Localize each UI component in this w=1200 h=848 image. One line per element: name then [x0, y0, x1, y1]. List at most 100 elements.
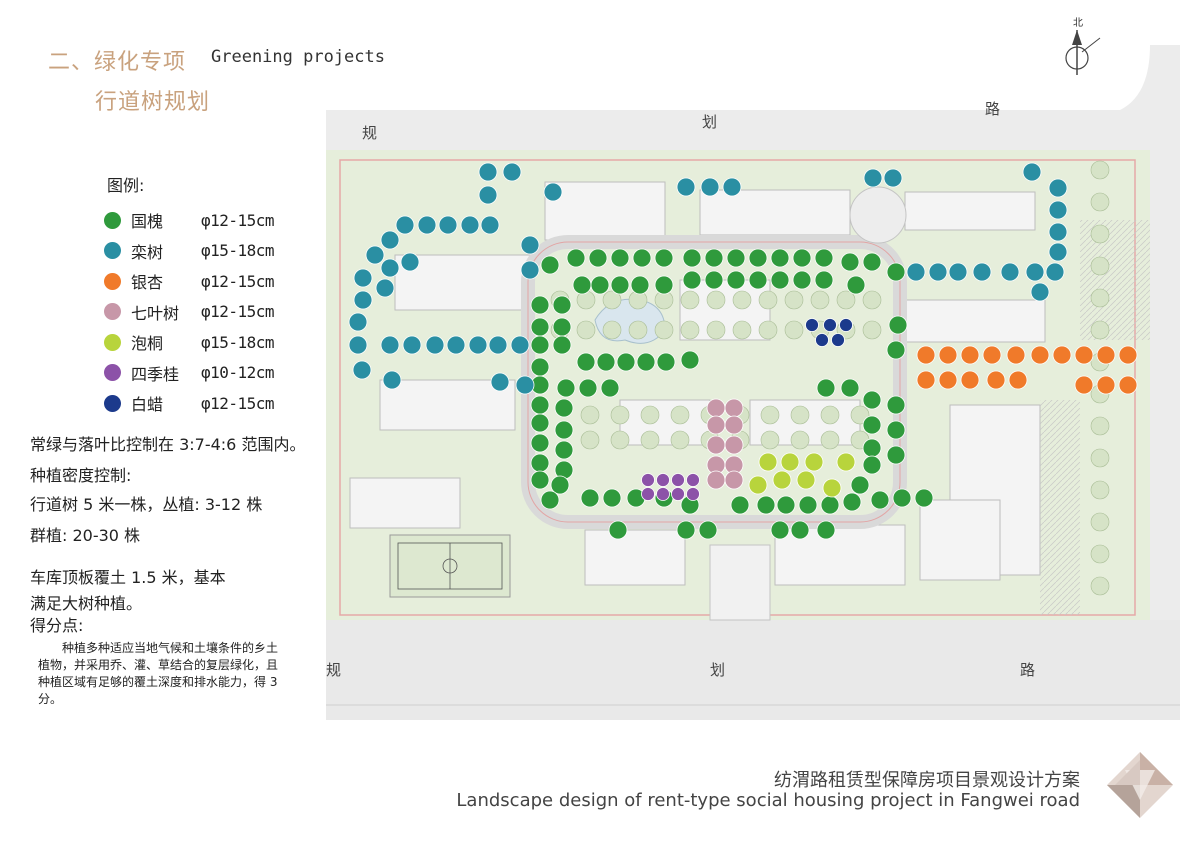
tree-guohuai [862, 438, 882, 458]
site-plan: 规 划 路 规 划 路 北 [326, 17, 1180, 720]
legend-name: 栾树 [131, 242, 164, 262]
project-title-cn: 纺渭路租赁型保障房项目景观设计方案 [774, 770, 1080, 791]
tree-guohuai [580, 488, 600, 508]
score-title: 得分点: [30, 616, 84, 635]
tree-guohuai [914, 488, 934, 508]
tree-guohuai [888, 315, 908, 335]
tree-guohuai [862, 390, 882, 410]
tree-guohuai [840, 252, 860, 272]
tree-guohuai [730, 495, 750, 515]
understory-tree [580, 405, 600, 425]
understory-tree [790, 430, 810, 450]
understory-tree [836, 290, 856, 310]
legend-name: 国槐 [131, 212, 164, 232]
legend-name: 银杏 [131, 273, 164, 293]
understory-tree [680, 320, 700, 340]
understory-tree [628, 320, 648, 340]
understory-tree [1090, 512, 1110, 532]
tree-guohuai [588, 248, 608, 268]
tree-luanshu [515, 375, 535, 395]
understory-tree [670, 405, 690, 425]
tree-guohuai [820, 495, 840, 515]
legend-swatch [104, 394, 121, 412]
tree-guohuai [816, 378, 836, 398]
tree-paotong [836, 452, 856, 472]
tree-yinxing [1052, 345, 1072, 365]
tree-yinxing [1118, 345, 1138, 365]
logo-icon [1107, 752, 1173, 818]
tree-yinxing [1008, 370, 1028, 390]
tree-guohuai [770, 248, 790, 268]
tree-paotong [772, 470, 792, 490]
tree-luanshu [353, 268, 373, 288]
understory-tree [706, 320, 726, 340]
tree-guohuai [886, 262, 906, 282]
tree-luanshu [883, 168, 903, 188]
tree-luanshu [446, 335, 466, 355]
tree-luanshu [906, 262, 926, 282]
tree-guohuai [886, 395, 906, 415]
tree-sijigui [641, 473, 655, 487]
tree-yinxing [986, 370, 1006, 390]
tree-yinxing [938, 345, 958, 365]
tree-guohuai [530, 470, 550, 490]
tree-luanshu [382, 370, 402, 390]
tree-guohuai [566, 248, 586, 268]
tree-luanshu [1000, 262, 1020, 282]
tree-luanshu [1048, 178, 1068, 198]
understory-tree [1090, 256, 1110, 276]
tree-baila [831, 333, 845, 347]
legend-size: φ15-18cm [201, 241, 275, 261]
tree-paotong [748, 475, 768, 495]
tree-luanshu [543, 182, 563, 202]
ratio-note: 常绿与落叶比控制在 3:7-4:6 范围内。 [30, 435, 306, 454]
tree-yinxing [1118, 375, 1138, 395]
tree-luanshu [352, 360, 372, 380]
tree-baila [839, 318, 853, 332]
tree-luanshu [510, 335, 530, 355]
understory-tree [784, 290, 804, 310]
understory-tree [1090, 480, 1110, 500]
tree-guohuai [550, 475, 570, 495]
tree-luanshu [375, 278, 395, 298]
tree-guohuai [530, 453, 550, 473]
road-label-top-2: 划 [702, 113, 717, 131]
legend-size: φ12-15cm [201, 302, 275, 322]
tree-guohuai [530, 335, 550, 355]
tree-luanshu [1022, 162, 1042, 182]
tree-paotong [804, 452, 824, 472]
understory-tree [1090, 288, 1110, 308]
tree-qiyeshu [724, 398, 744, 418]
tree-yinxing [1074, 375, 1094, 395]
tree-sijigui [671, 487, 685, 501]
understory-tree [670, 430, 690, 450]
tree-yinxing [1006, 345, 1026, 365]
tree-luanshu [490, 372, 510, 392]
understory-tree [820, 430, 840, 450]
legend-item: 国槐 φ12-15cm [104, 205, 275, 236]
tree-guohuai [850, 475, 870, 495]
tree-baila [805, 318, 819, 332]
understory-tree [640, 405, 660, 425]
tree-luanshu [948, 262, 968, 282]
tree-guohuai [554, 420, 574, 440]
tree-luanshu [438, 215, 458, 235]
legend-size: φ12-15cm [201, 210, 275, 230]
tree-guohuai [886, 340, 906, 360]
understory-tree [680, 290, 700, 310]
tree-luanshu [863, 168, 883, 188]
tree-guohuai [792, 248, 812, 268]
north-arrow-icon: 北 [1065, 17, 1101, 75]
tree-guohuai [632, 248, 652, 268]
tree-guohuai [682, 270, 702, 290]
tree-guohuai [756, 495, 776, 515]
section-subtitle: 行道树规划 [95, 90, 211, 115]
tree-guohuai [886, 445, 906, 465]
tree-qiyeshu [706, 398, 726, 418]
legend-swatch [104, 303, 121, 321]
tree-paotong [796, 470, 816, 490]
tree-luanshu [1048, 222, 1068, 242]
tree-guohuai [892, 488, 912, 508]
tree-luanshu [478, 185, 498, 205]
